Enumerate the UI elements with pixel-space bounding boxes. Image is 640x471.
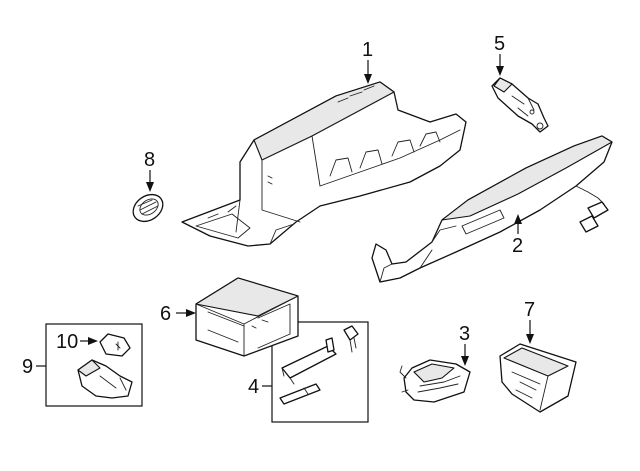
part-4-bounding-box [271,321,369,423]
callout-10: 10 [56,331,78,353]
callout-6: 6 [160,303,171,325]
part-9-lamp-assembly[interactable] [45,323,143,407]
callout-4: 4 [248,376,259,398]
callout-3: 3 [459,323,470,345]
part-1-glove-box[interactable] [181,81,467,247]
part-7-storage-bin[interactable] [499,343,577,413]
callout-labels: 1 2 3 4 5 6 7 8 9 10 [22,33,535,398]
part-4-hardware-kit[interactable] [271,321,369,423]
callout-7: 7 [524,299,535,321]
part-10-bulb[interactable] [99,333,131,357]
callout-1: 1 [362,39,373,61]
callout-9: 9 [22,356,33,378]
part-8-knob-bezel[interactable] [128,189,168,227]
callout-5: 5 [494,33,505,55]
leader-lines [36,54,534,387]
part-3-latch[interactable] [399,359,471,403]
part-6-insert-tray[interactable] [195,277,299,357]
part-9-bounding-box [45,323,143,407]
callout-2: 2 [512,235,523,257]
callout-8: 8 [144,149,155,171]
part-5-damper[interactable] [491,77,549,133]
part-2-glove-box-door[interactable] [371,135,613,283]
